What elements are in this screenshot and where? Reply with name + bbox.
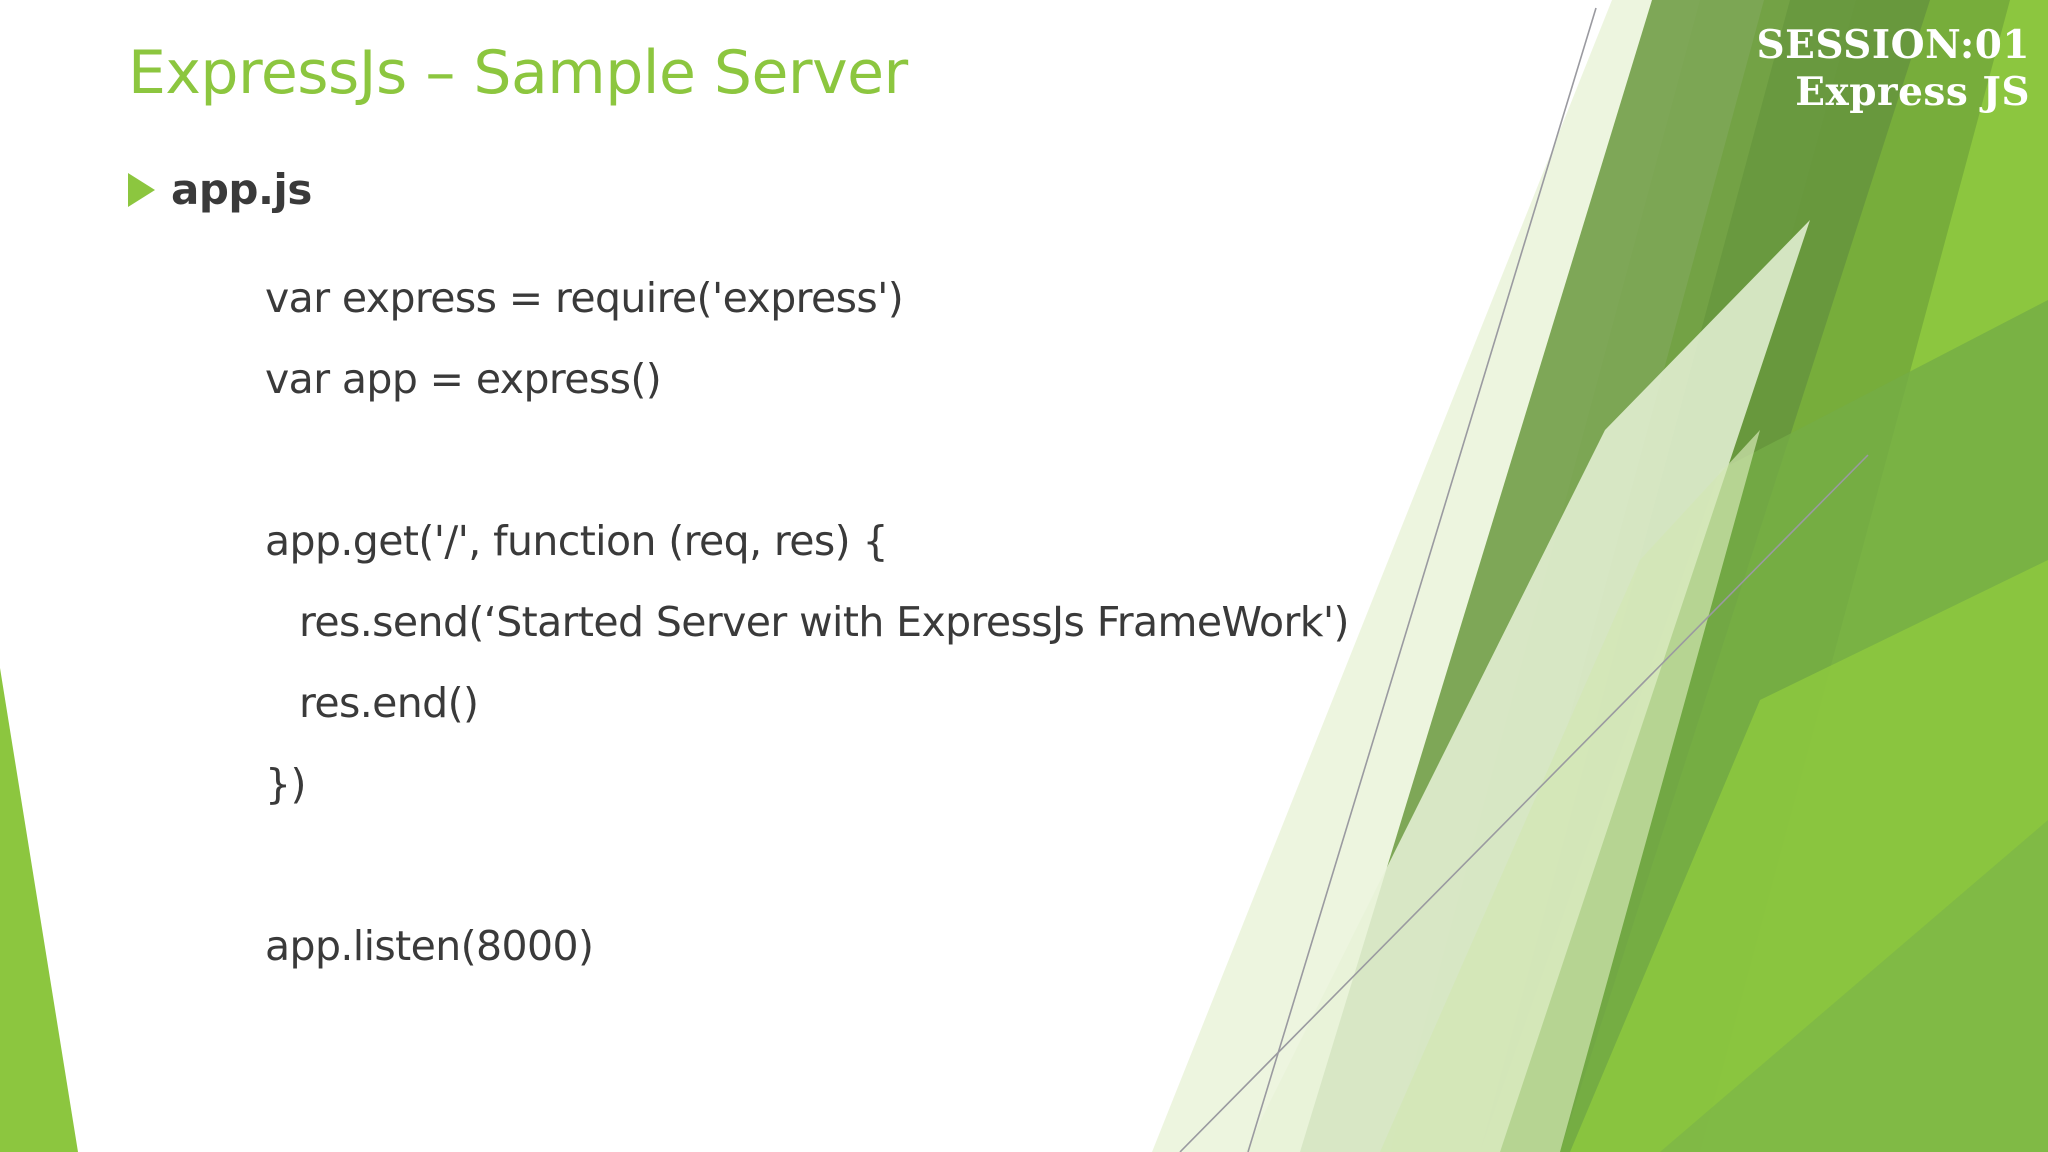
triangle-right-icon [128, 172, 155, 207]
code-block: var express = require('express') var app … [265, 258, 1465, 987]
code-line-blank [265, 420, 1465, 501]
code-line: }) [265, 760, 306, 808]
corner-header-session: SESSION:01 [1756, 22, 2030, 68]
code-line-blank [265, 825, 1465, 906]
code-line: app.get('/', function (req, res) { [265, 517, 889, 565]
page-title: ExpressJs – Sample Server [128, 38, 908, 108]
code-line: var app = express() [265, 355, 662, 403]
code-line: res.send(‘Started Server with ExpressJs … [299, 598, 1350, 646]
code-line: var express = require('express') [265, 274, 904, 322]
corner-header-subject: Express JS [1795, 69, 2030, 115]
code-line: app.listen(8000) [265, 922, 594, 970]
code-line: res.end() [299, 679, 479, 727]
corner-header: SESSION:01 Express JS [1756, 22, 2030, 116]
bullet-item-appjs: app.js [128, 165, 312, 214]
bullet-item-label: app.js [171, 165, 312, 214]
